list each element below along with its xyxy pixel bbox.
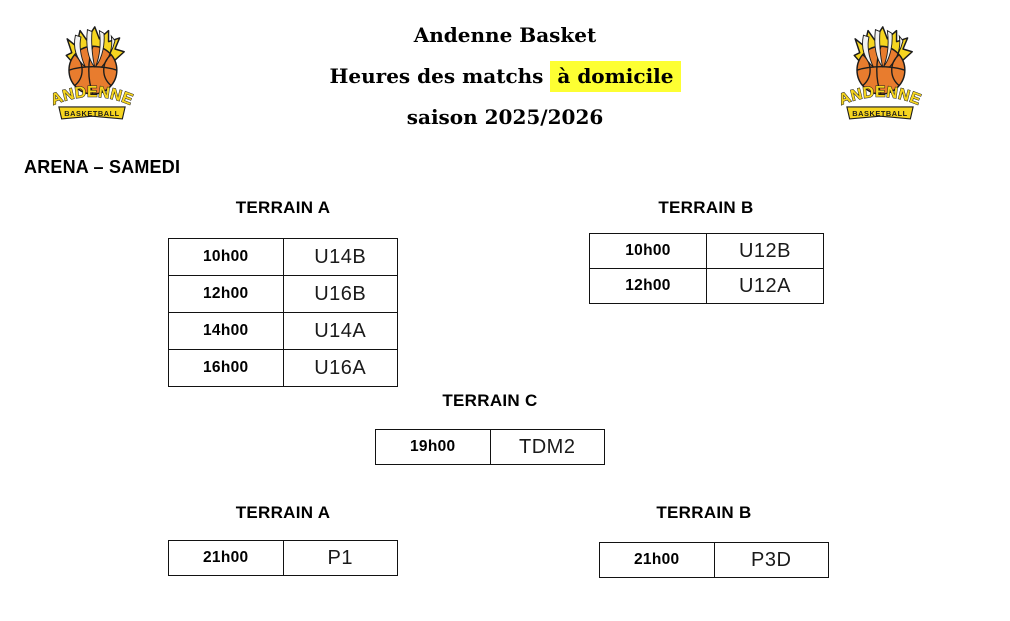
terrain-b-bottom-table: 21h00 P3D	[599, 542, 829, 578]
logo-subname-text: BASKETBALL	[852, 109, 907, 118]
claws-icon	[74, 29, 116, 68]
team-cell: P1	[282, 540, 398, 576]
team-cell: P3D	[713, 542, 829, 578]
page-title: Andenne Basket	[413, 23, 597, 47]
terrain-c-table: 19h00 TDM2	[375, 429, 605, 465]
table-row: 21h00 P1	[168, 540, 398, 576]
table-row: 10h00 U14B	[168, 238, 398, 276]
terrain-c-title: TERRAIN C	[442, 391, 538, 410]
table-row: 16h00 U16A	[168, 349, 398, 387]
terrain-a-bottom-title: TERRAIN A	[235, 503, 331, 522]
team-cell: U16A	[282, 349, 398, 387]
time-cell: 19h00	[375, 429, 491, 465]
table-row: 21h00 P3D	[599, 542, 829, 578]
time-cell: 16h00	[168, 349, 284, 387]
table-row: 19h00 TDM2	[375, 429, 605, 465]
time-cell: 10h00	[589, 233, 707, 269]
team-cell: TDM2	[489, 429, 605, 465]
time-cell: 10h00	[168, 238, 284, 276]
time-cell: 21h00	[168, 540, 284, 576]
terrain-b-top-table: 10h00 U12B 12h00 U12A	[589, 233, 824, 304]
logo-banner	[846, 106, 914, 120]
terrain-b-bottom-title: TERRAIN B	[656, 503, 752, 522]
season-title: saison 2025/2026	[406, 105, 604, 129]
claws-icon	[862, 29, 904, 68]
team-cell: U12A	[706, 268, 824, 304]
team-cell: U16B	[282, 275, 398, 313]
subtitle-prefix: Heures des matchs	[329, 64, 551, 88]
time-cell: 14h00	[168, 312, 284, 350]
andenne-basketball-logo-right: ANDENNE BASKETBALL	[836, 26, 923, 120]
logo-banner	[58, 106, 126, 120]
team-cell: U14A	[282, 312, 398, 350]
table-row: 10h00 U12B	[589, 233, 824, 269]
time-cell: 12h00	[589, 268, 707, 304]
terrain-a-bottom-table: 21h00 P1	[168, 540, 398, 576]
table-row: 12h00 U16B	[168, 275, 398, 313]
time-cell: 12h00	[168, 275, 284, 313]
subtitle-highlight: à domicile	[550, 61, 681, 92]
andenne-basketball-logo-left: ANDENNE BASKETBALL	[48, 26, 135, 120]
table-row: 12h00 U12A	[589, 268, 824, 304]
terrain-a-top-title: TERRAIN A	[235, 198, 331, 217]
team-cell: U14B	[282, 238, 398, 276]
terrain-a-top-table: 10h00 U14B 12h00 U16B 14h00 U14A 16h00 U…	[168, 238, 398, 387]
time-cell: 21h00	[599, 542, 715, 578]
terrain-b-top-title: TERRAIN B	[658, 198, 754, 217]
team-cell: U12B	[706, 233, 824, 269]
page-subtitle: Heures des matchs à domicile	[0, 61, 1010, 92]
logo-subname-text: BASKETBALL	[64, 109, 119, 118]
table-row: 14h00 U14A	[168, 312, 398, 350]
section-title-arena-samedi: ARENA – SAMEDI	[24, 157, 181, 177]
